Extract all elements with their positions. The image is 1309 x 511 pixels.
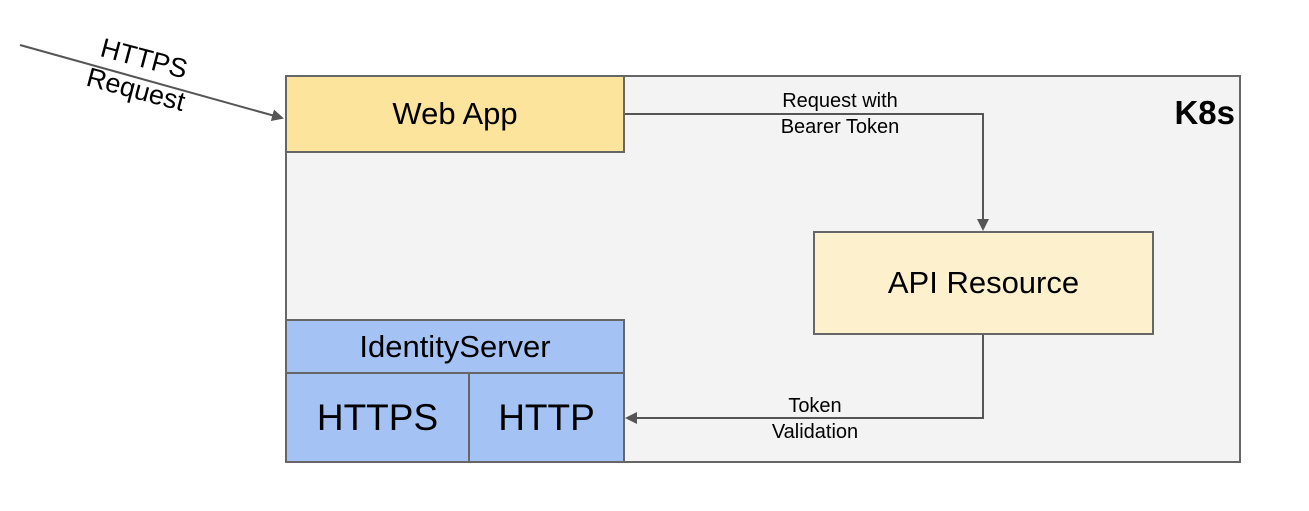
identity-server-node: IdentityServer bbox=[285, 319, 625, 374]
https-port-node: HTTPS bbox=[285, 372, 470, 463]
request-bearer-token-label: Request with Bearer Token bbox=[745, 88, 935, 140]
token-validation-label: Token Validation bbox=[730, 393, 900, 445]
identity-server-label: IdentityServer bbox=[359, 328, 551, 364]
incoming-request-arrow bbox=[19, 44, 284, 122]
api-resource-node: API Resource bbox=[813, 231, 1154, 335]
http-port-label: HTTP bbox=[498, 396, 595, 438]
http-port-node: HTTP bbox=[468, 372, 625, 463]
k8s-cluster-label: K8s bbox=[1174, 94, 1235, 131]
request-bearer-token-arrow bbox=[625, 113, 989, 231]
request-bearer-line2: Bearer Token bbox=[780, 116, 900, 138]
request-bearer-line1: Request with bbox=[782, 90, 898, 112]
https-port-label: HTTPS bbox=[316, 396, 439, 438]
web-app-node: Web App bbox=[285, 75, 625, 153]
api-resource-label: API Resource bbox=[887, 265, 1080, 300]
web-app-label: Web App bbox=[392, 96, 518, 131]
token-validation-arrow bbox=[625, 335, 984, 424]
token-validation-line2: Validation bbox=[771, 421, 859, 443]
token-validation-line1: Token bbox=[788, 395, 842, 417]
